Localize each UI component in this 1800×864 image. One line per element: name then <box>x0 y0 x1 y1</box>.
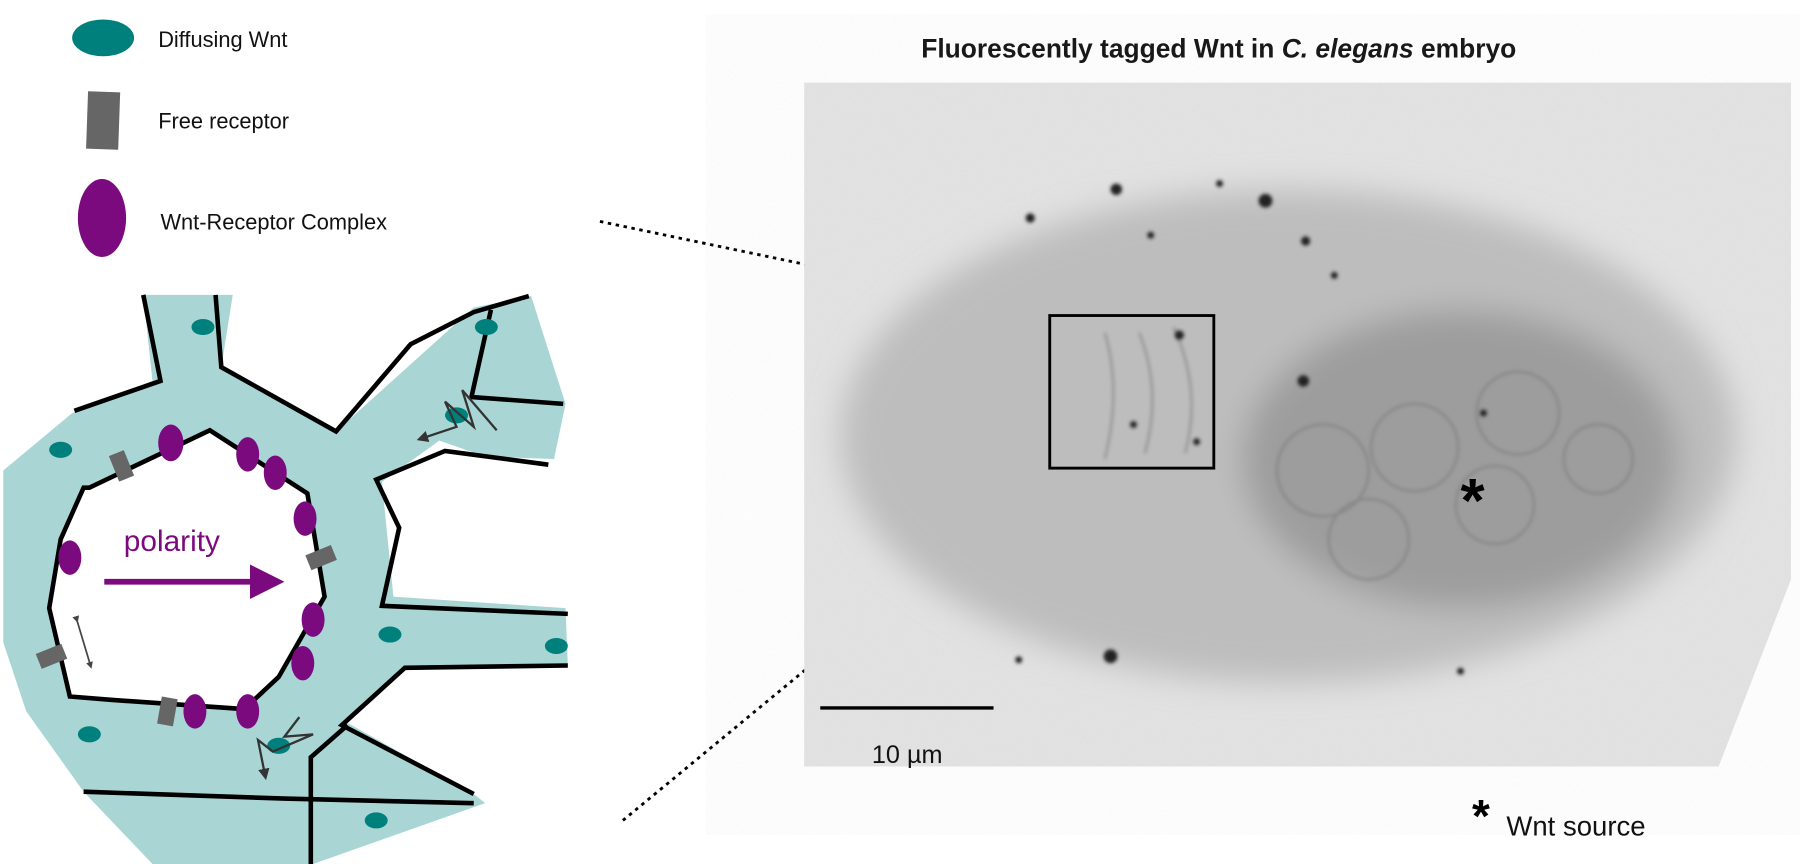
gray-rect-icon <box>86 91 121 150</box>
polarity-label: polarity <box>124 525 220 558</box>
teal-oval-icon <box>72 19 135 57</box>
membrane-outlines <box>46 293 568 864</box>
cell-diagram: polarity <box>3 293 568 864</box>
free-receptors <box>35 450 337 727</box>
diffusion-path-arrow <box>416 389 498 442</box>
legend-label-diffusing-wnt: Diffusing Wnt <box>158 27 287 52</box>
purple-oval-icon <box>77 178 127 258</box>
zoom-region-box <box>1048 314 1216 470</box>
legend-label-complex: Wnt-Receptor Complex <box>160 209 387 234</box>
receptor-diffusion-arrow <box>72 615 93 669</box>
wnt-source-marker: * <box>1461 467 1486 536</box>
embryo-micrograph: * 10 µm <box>804 82 1791 769</box>
wnt-source-legend-marker: * <box>1472 790 1490 842</box>
legend: Diffusing Wnt Free receptor Wnt-Receptor… <box>72 19 387 258</box>
diffusing-wnt-molecules <box>49 318 568 829</box>
wnt-receptor-complexes <box>58 424 325 729</box>
scale-bar-label: 10 µm <box>872 741 943 769</box>
image-title: Fluorescently tagged Wnt in C. elegans e… <box>921 33 1516 63</box>
legend-label-free-receptor: Free receptor <box>158 109 289 134</box>
wnt-source-legend-label: Wnt source <box>1506 810 1645 841</box>
diffusion-path-arrow <box>256 716 314 781</box>
